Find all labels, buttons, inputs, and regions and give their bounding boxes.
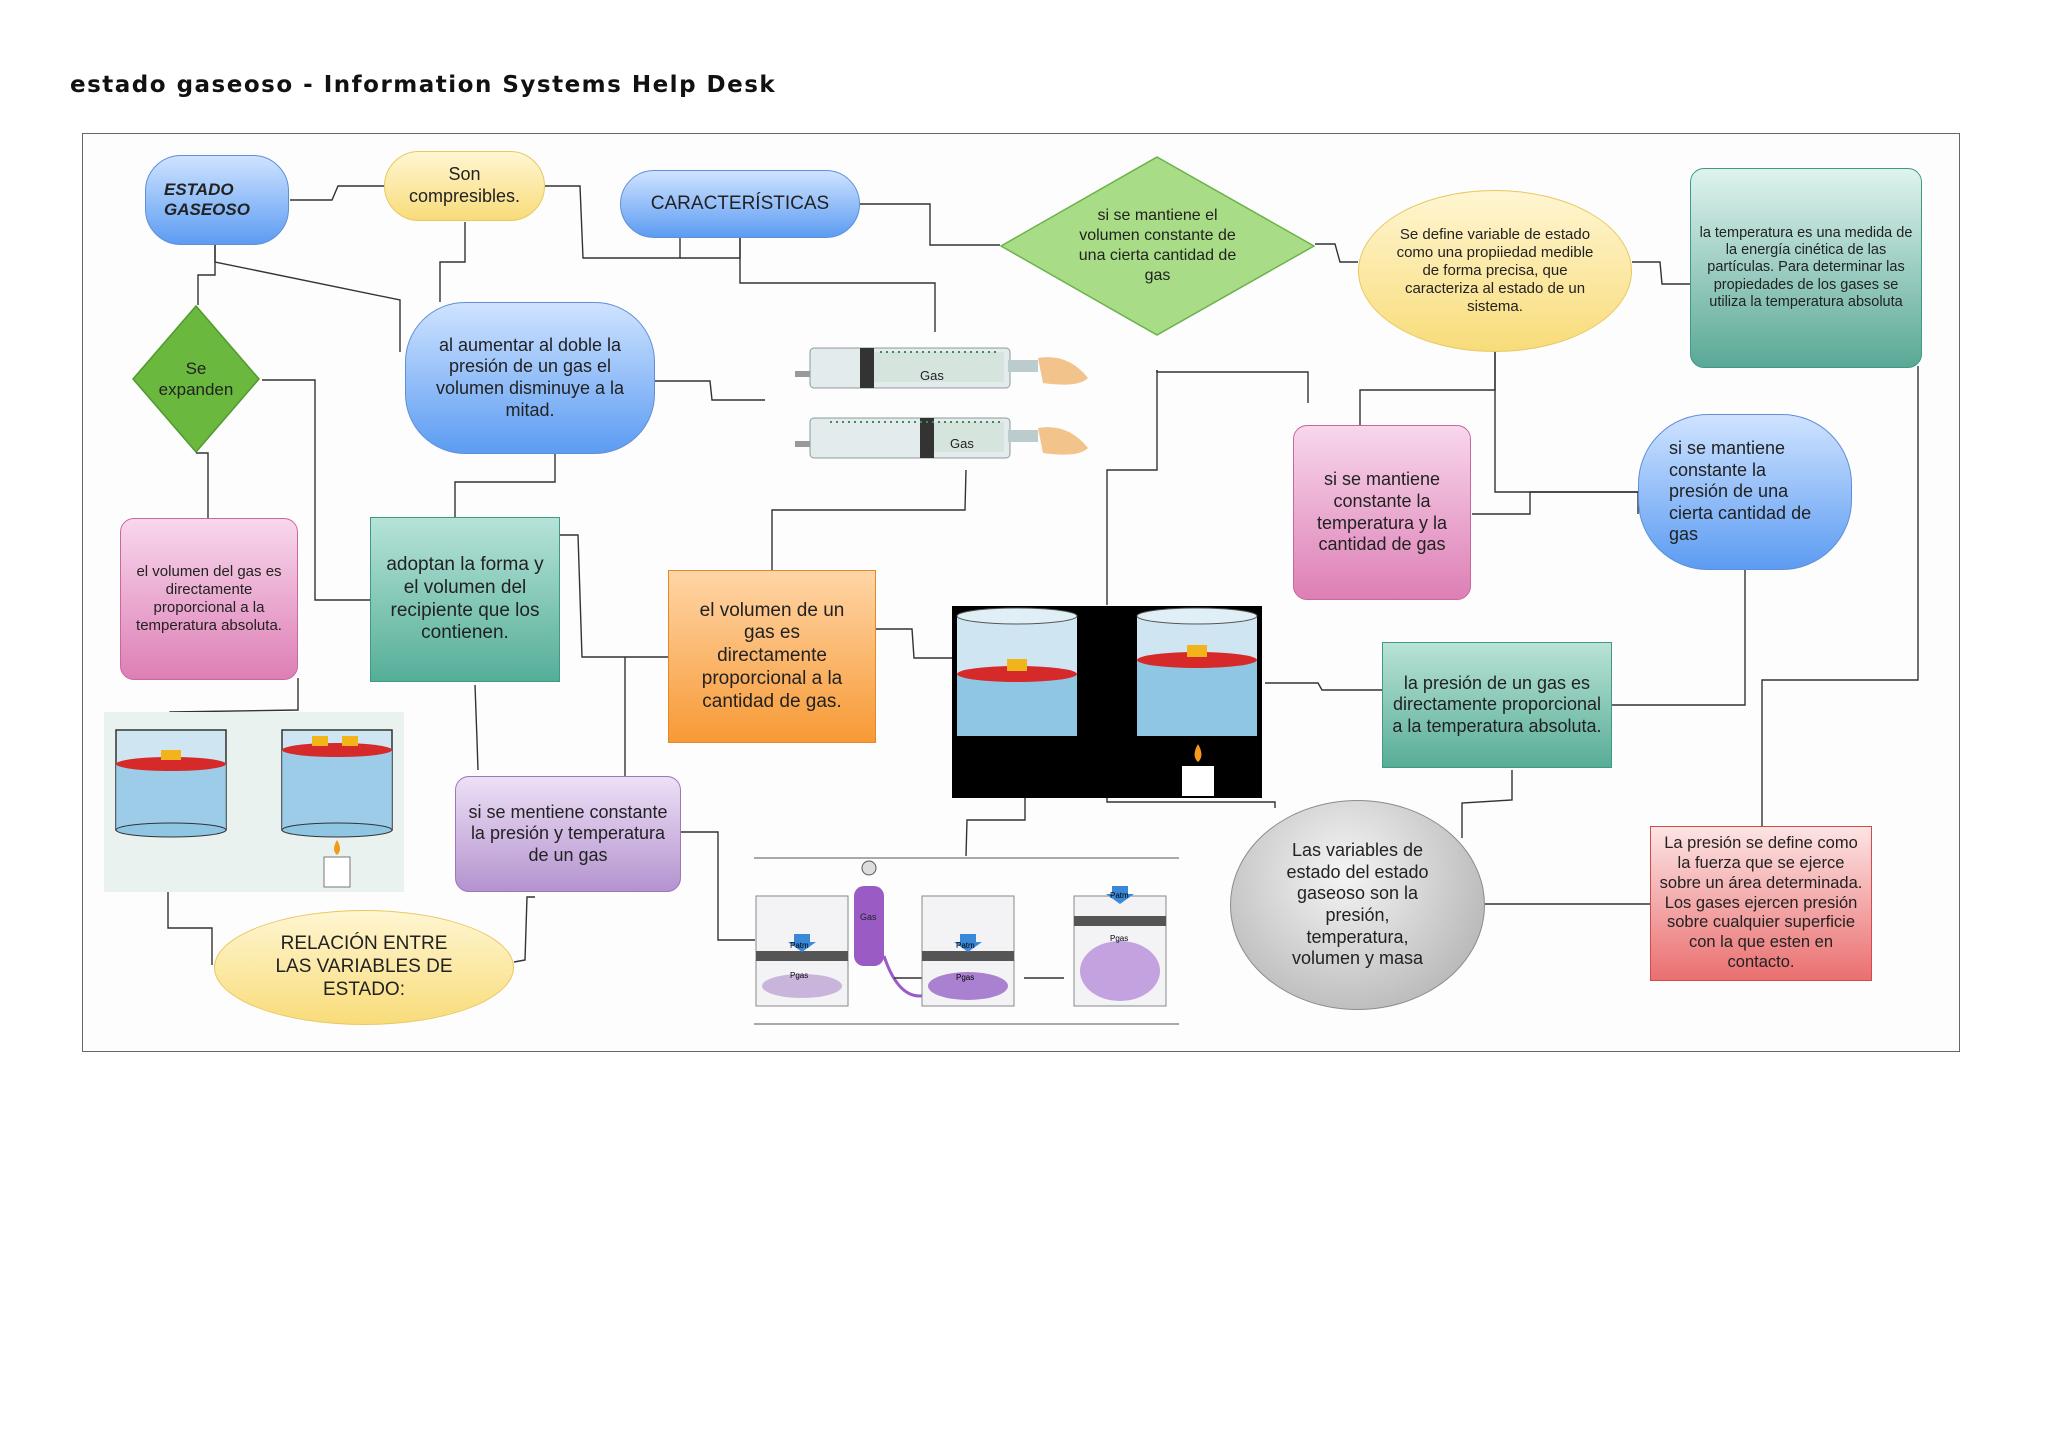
p-gas-label-3: Pgas (1110, 934, 1128, 943)
connector (1494, 350, 1639, 514)
connector (560, 534, 668, 658)
connector (1106, 370, 1158, 605)
syringe-top: Gas (795, 347, 1088, 389)
connector (876, 628, 952, 659)
cylinder-2: Patm Pgas (921, 895, 1015, 1007)
node-volumen-temp: el volumen del gas es directamente propo… (120, 518, 298, 680)
cylinder-hot (281, 729, 393, 888)
connector (474, 684, 479, 771)
connector (1461, 770, 1513, 838)
node-variable-estado: Se define variable de estado como una pr… (1358, 190, 1632, 352)
connector (771, 469, 967, 570)
connector (290, 185, 384, 201)
node-se-expanden: Se expanden (132, 305, 260, 453)
node-temperatura: la temperatura es una medida de la energ… (1690, 168, 1922, 368)
p-gas-label-2: Pgas (956, 973, 974, 982)
node-son-compresibles: Son compresibles. (384, 151, 545, 221)
connector (1761, 366, 1919, 826)
connector (1472, 491, 1638, 515)
connector (680, 831, 755, 941)
connector (262, 379, 372, 601)
gas-addition-illustration: Patm Pgas Gas Patm Pgas Patm Pgas (754, 857, 1179, 1025)
tank-gas-label: Gas (860, 912, 877, 922)
node-temp-cantidad: si se mantiene constante la temperatura … (1293, 425, 1471, 600)
node-caracteristicas: CARACTERÍSTICAS (620, 170, 860, 238)
syringe-illustration: Gas Gas (795, 347, 1088, 459)
connector (739, 230, 936, 332)
connector (1359, 350, 1496, 425)
connector (965, 797, 1026, 857)
node-adoptan-forma: adoptan la forma y el volumen del recipi… (370, 517, 560, 682)
connector (454, 434, 556, 517)
node-presion-def: La presión se define como la fuerza que … (1650, 826, 1872, 981)
p-atm-label-3: Patm (1110, 891, 1129, 900)
syringe-gas-label-2: Gas (950, 436, 974, 451)
node-doble-presion: al aumentar al doble la presión de un ga… (405, 302, 655, 454)
connector (1632, 261, 1690, 285)
syringe-bottom: Gas (795, 417, 1088, 459)
connector (1106, 795, 1276, 808)
syringe-gas-label: Gas (920, 368, 944, 383)
connector (545, 185, 681, 259)
connector (214, 245, 401, 352)
cylinder-cold (115, 729, 227, 838)
node-relacion: RELACIÓN ENTRE LAS VARIABLES DE ESTADO: (214, 910, 514, 1025)
connector (655, 380, 765, 401)
connector (1315, 243, 1358, 263)
connector (1156, 370, 1309, 403)
node-estado-gaseoso: ESTADO GASEOSO (145, 155, 289, 245)
cylinder-1: Patm Pgas (755, 895, 849, 1007)
cylinders-heating-illustration (952, 606, 1262, 798)
node-presion-temp: la presión de un gas es directamente pro… (1382, 642, 1612, 768)
connector (1265, 682, 1382, 691)
gas-tank: Gas (854, 860, 945, 998)
connector (439, 222, 466, 302)
cylinder-3: Patm Pgas (1073, 886, 1167, 1007)
node-presion-constante: si se mantiene constante la presión de u… (1638, 414, 1852, 570)
node-presion-temp-constante: si se mentiene constante la presión y te… (455, 776, 681, 892)
connector (197, 245, 216, 305)
node-volumen-constante: si se mantiene el volumen constante de u… (1000, 156, 1315, 336)
node-variables-estado: Las variables de estado del estado gaseo… (1230, 800, 1485, 1010)
connector (196, 452, 209, 518)
connector (860, 203, 1000, 246)
p-atm-label-1: Patm (790, 941, 809, 950)
p-gas-label-1: Pgas (790, 971, 808, 980)
connector (167, 890, 213, 965)
p-atm-label-2: Patm (956, 941, 975, 950)
cylinders-candle-illustration (104, 712, 404, 892)
node-volumen-cantidad: el volumen de un gas es directamente pro… (668, 570, 876, 743)
page-title: estado gaseoso - Information Systems Hel… (70, 72, 777, 98)
connector (513, 896, 535, 963)
